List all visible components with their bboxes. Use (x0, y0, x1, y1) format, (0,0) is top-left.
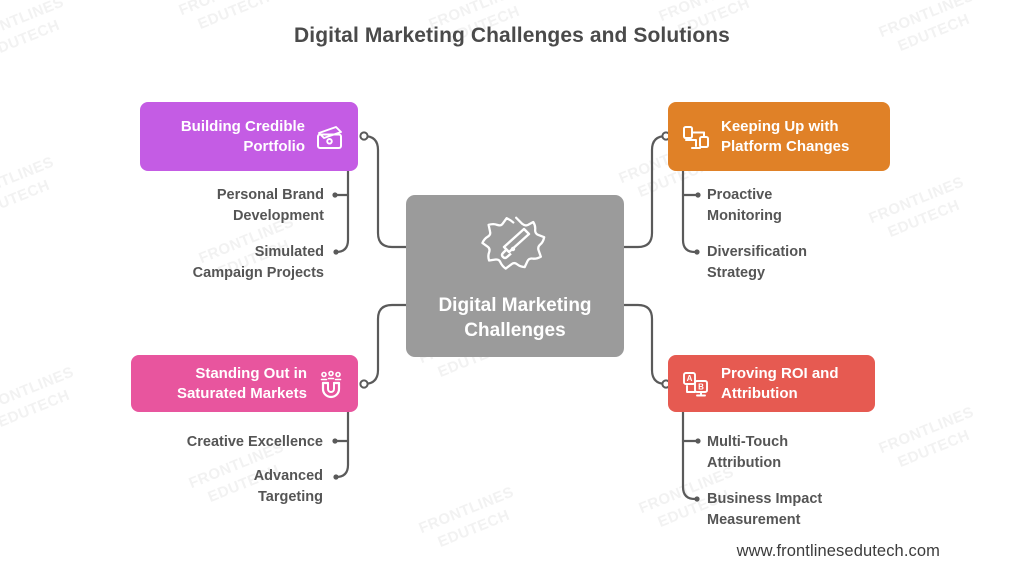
sub-item-line1: Simulated (254, 244, 324, 260)
sub-item-line2: Development (232, 207, 324, 224)
branch-label-saturated: Standing Out in Saturated Markets (177, 364, 307, 403)
sub-item-line1: Creative Excellence (186, 434, 323, 450)
center-node-digital-marketing-challenges[interactable]: Digital Marketing Challenges (406, 195, 624, 357)
connector-dot (333, 249, 339, 255)
connector-dot (695, 438, 701, 444)
connector-center-to-saturated (362, 303, 408, 386)
branch-label-line2: Saturated Markets (176, 384, 307, 402)
sub-item-line2: Measurement (707, 511, 801, 528)
branch-box-standing-out-in-saturated-markets[interactable]: Standing Out in Saturated Markets (131, 355, 358, 412)
connector-dot (694, 249, 700, 255)
branch-label-portfolio: Building Credible Portfolio (181, 117, 305, 156)
sub-item-line2: Attribution (707, 454, 782, 471)
wallet-portfolio-icon (314, 121, 346, 153)
branch-label-line2: Attribution (721, 384, 798, 402)
sub-item-diversification-strategy: Diversification Strategy (707, 242, 917, 283)
connector-dot (332, 192, 338, 198)
magnet-audience-icon (316, 369, 346, 399)
branch-label-line1: Keeping Up with (721, 118, 839, 135)
connector-center-to-portfolio (362, 134, 408, 249)
branch-label-line1: Proving ROI and (721, 365, 839, 382)
svg-text:B: B (698, 382, 704, 391)
sub-item-line1: Multi-Touch (707, 434, 789, 450)
sub-item-proactive-monitoring: Proactive Monitoring (707, 185, 917, 226)
sub-item-line1: Personal Brand (216, 187, 324, 203)
sub-item-line1: Proactive (707, 187, 773, 203)
branch-label-line2: Platform Changes (721, 137, 850, 155)
sub-item-line2: Campaign Projects (192, 264, 324, 281)
branch-label-line2: Portfolio (243, 137, 305, 155)
connector-dot (695, 192, 701, 198)
sub-item-advanced-targeting: Advanced Targeting (120, 466, 323, 507)
branch-label-line1: Standing Out in (195, 365, 307, 382)
ab-test-icon: A B (680, 368, 712, 400)
connector-saturated-children-spine (334, 410, 350, 479)
connector-endpoint-node (359, 131, 369, 141)
center-node-label: Digital Marketing Challenges (428, 294, 601, 343)
page-title: Digital Marketing Challenges and Solutio… (294, 24, 730, 47)
sub-item-line1: Business Impact (707, 491, 823, 507)
connector-dot (332, 438, 338, 444)
branch-box-building-credible-portfolio[interactable]: Building Credible Portfolio (140, 102, 358, 171)
connector-dot (694, 496, 700, 502)
sub-item-line1: Diversification (707, 244, 807, 260)
branch-label-line1: Building Credible (180, 118, 305, 135)
svg-text:A: A (687, 374, 693, 383)
sub-item-line2: Strategy (707, 264, 766, 281)
connector-roi-children-spine (681, 410, 697, 501)
sub-item-line2: Monitoring (707, 207, 782, 224)
connector-center-to-platform (622, 134, 668, 249)
connector-platform-children-spine (681, 169, 697, 254)
megaphone-gear-icon (478, 209, 552, 288)
connector-dot (333, 474, 339, 480)
branch-box-proving-roi-and-attribution[interactable]: A B Proving ROI and Attribution (668, 355, 875, 412)
connector-center-to-roi (622, 303, 668, 386)
branch-label-roi: Proving ROI and Attribution (721, 364, 839, 403)
sub-item-simulated-campaign-projects: Simulated Campaign Projects (128, 242, 324, 283)
sub-item-business-impact-measurement: Business Impact Measurement (707, 489, 917, 530)
branch-label-platform: Keeping Up with Platform Changes (721, 117, 849, 156)
devices-platform-icon (680, 121, 712, 153)
connector-endpoint-node (359, 379, 369, 389)
sub-item-line1: Advanced (253, 468, 323, 484)
center-label-line2: Challenges (464, 319, 566, 341)
sub-item-personal-brand-development: Personal Brand Development (128, 185, 324, 226)
sub-item-multi-touch-attribution: Multi-Touch Attribution (707, 432, 917, 473)
connector-portfolio-children-spine (334, 169, 350, 254)
sub-item-line2: Targeting (258, 488, 323, 505)
footer-website-url[interactable]: www.frontlinesedutech.com (736, 542, 940, 560)
sub-item-creative-excellence: Creative Excellence (120, 432, 323, 453)
branch-box-keeping-up-with-platform-changes[interactable]: Keeping Up with Platform Changes (668, 102, 890, 171)
center-label-line1: Digital Marketing (438, 295, 592, 317)
